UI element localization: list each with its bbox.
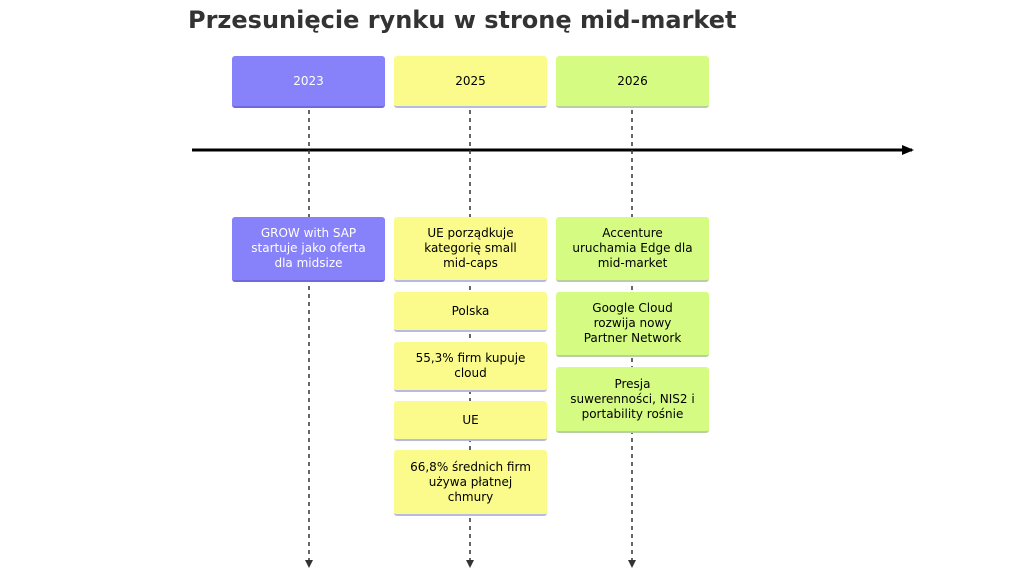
event-text: Google Cloud rozwija nowy Partner Networ… xyxy=(583,301,682,345)
period-2026-label: 2026 xyxy=(617,73,648,88)
event-text: GROW with SAP startuje jako oferta dla m… xyxy=(251,226,366,270)
event-2026-accenture-edge: Accenture uruchamia Edge dla mid-market xyxy=(556,217,709,282)
period-2025-header: 2025 xyxy=(394,56,547,108)
diagram-title: Przesunięcie rynku w stronę mid-market xyxy=(188,6,737,34)
event-text: Accenture uruchamia Edge dla mid-market xyxy=(572,226,693,270)
event-2025-paid-cloud: 66,8% średnich firm używa płatnej chmury xyxy=(394,450,547,516)
event-2026-sovereignty-nis2: Presja suwerenności, NIS2 i portability … xyxy=(556,367,709,433)
event-text: Polska xyxy=(451,303,490,318)
event-2026-google-partner-network: Google Cloud rozwija nowy Partner Networ… xyxy=(556,292,709,357)
event-2025-ue-small-mid-caps: UE porządkuje kategorię small mid-caps xyxy=(394,217,547,282)
event-text: 66,8% średnich firm używa płatnej chmury xyxy=(410,459,531,504)
period-2023-label: 2023 xyxy=(293,73,324,88)
event-2023-grow-with-sap: GROW with SAP startuje jako oferta dla m… xyxy=(232,217,385,282)
period-2023-header: 2023 xyxy=(232,56,385,108)
event-text: 55,3% firm kupuje cloud xyxy=(415,351,526,380)
period-2026-header: 2026 xyxy=(556,56,709,108)
period-2025-label: 2025 xyxy=(455,73,486,88)
event-text: Presja suwerenności, NIS2 i portability … xyxy=(570,376,695,421)
event-text: UE xyxy=(462,412,479,427)
event-2025-ue: UE xyxy=(394,401,547,441)
event-2025-polska: Polska xyxy=(394,292,547,332)
event-text: UE porządkuje kategorię small mid-caps xyxy=(424,226,517,270)
event-2025-cloud-purchase: 55,3% firm kupuje cloud xyxy=(394,342,547,392)
